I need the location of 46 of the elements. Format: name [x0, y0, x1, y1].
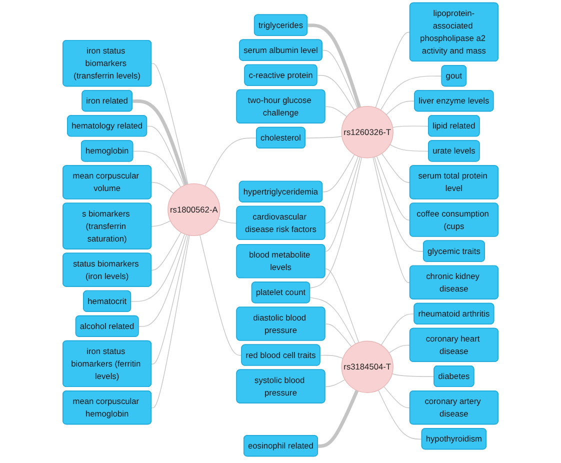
connector: [378, 390, 422, 440]
connector: [380, 314, 415, 346]
connector: [324, 156, 360, 252]
connector: [130, 234, 186, 302]
connector: [372, 156, 410, 284]
connector: [386, 100, 416, 116]
connector: [324, 324, 352, 347]
connector: [324, 268, 360, 343]
connector: [146, 126, 184, 186]
connector: [151, 234, 190, 408]
connector: [204, 138, 258, 187]
connector: [316, 75, 354, 110]
connector: [151, 63, 188, 185]
connector: [324, 156, 359, 224]
connector: [324, 379, 346, 388]
connector: [392, 373, 435, 377]
connector: [138, 234, 187, 327]
node-circle: rs1260326-T: [341, 106, 394, 158]
connector: [318, 390, 359, 448]
connector: [132, 99, 188, 186]
connector: [305, 136, 342, 138]
connector: [322, 154, 355, 192]
connector: [390, 144, 430, 152]
connector: [380, 76, 442, 110]
node-circle: rs1800562-A: [168, 183, 220, 236]
connector: [374, 156, 424, 252]
connector: [375, 32, 410, 108]
connector: [151, 232, 182, 271]
connector: [320, 354, 344, 359]
connector: [324, 106, 348, 117]
connector: [151, 220, 171, 227]
connector: [381, 153, 410, 183]
connector: [310, 297, 356, 344]
connector: [392, 126, 430, 128]
connector: [218, 218, 238, 224]
connector: [200, 234, 242, 356]
connector: [388, 344, 410, 354]
connector: [132, 150, 182, 188]
node-circle: rs3184504-T: [341, 340, 394, 393]
connector: [151, 234, 189, 364]
connector: [310, 156, 362, 288]
connector: [308, 24, 362, 108]
connector: [151, 182, 174, 194]
connector: [376, 156, 410, 220]
connector: [384, 386, 410, 408]
connector: [322, 50, 358, 109]
